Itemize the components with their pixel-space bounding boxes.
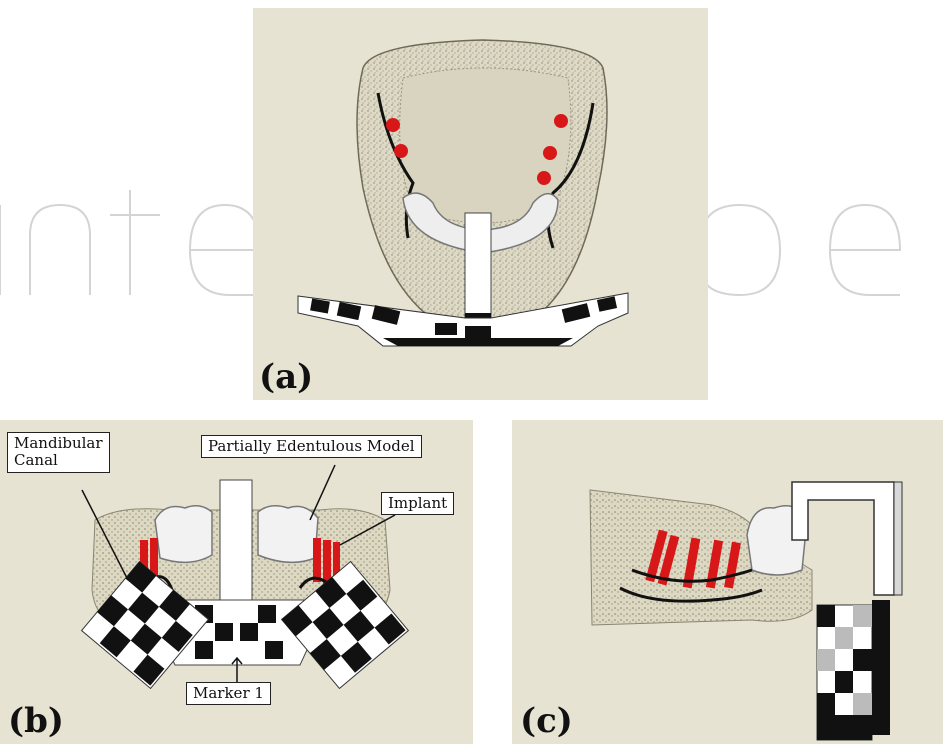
panel-a-label: (a) xyxy=(259,360,313,394)
implant-dot xyxy=(554,114,568,128)
callout-marker-1: Marker 1 xyxy=(186,682,271,705)
implant-dot xyxy=(537,171,551,185)
panel-a-top-view: (a) xyxy=(253,8,708,400)
marker-stem xyxy=(465,213,491,318)
callout-mandibular-canal: Mandibular Canal xyxy=(7,432,110,473)
implant-dot xyxy=(394,144,408,158)
right-teeth xyxy=(258,506,318,563)
callout-implant: Implant xyxy=(381,492,454,515)
panel-b-front-view: Mandibular Canal Partially Edentulous Mo… xyxy=(0,420,473,744)
left-teeth xyxy=(155,506,212,563)
marker-stem xyxy=(220,480,252,600)
leader-marker xyxy=(232,658,242,682)
implant-dot xyxy=(543,146,557,160)
checker-block-marker xyxy=(817,600,890,740)
callout-partially-edentulous-model: Partially Edentulous Model xyxy=(201,435,422,458)
panel-c-side-view: (c) xyxy=(512,420,943,744)
mandible-side-view-render xyxy=(512,420,943,744)
panel-c-label: (c) xyxy=(520,704,573,738)
mandible-top-view-render xyxy=(253,8,708,400)
panel-b-label: (b) xyxy=(8,704,64,738)
implant-dot xyxy=(386,118,400,132)
